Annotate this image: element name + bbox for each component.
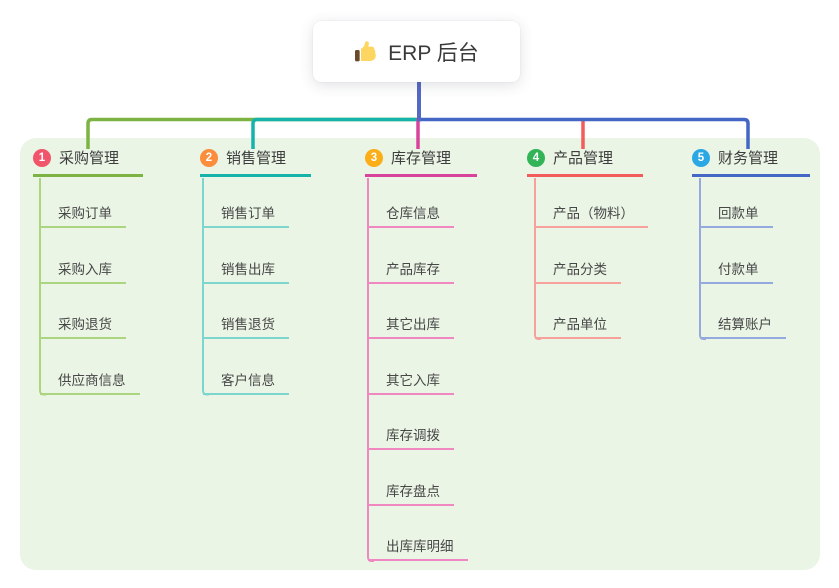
mindmap-child-node[interactable]: 回款单: [700, 202, 773, 228]
branch-number-badge: 1: [33, 148, 51, 167]
mindmap-child-node[interactable]: 库存调拨: [368, 424, 454, 450]
mindmap-child-node[interactable]: 付款单: [700, 258, 773, 284]
mindmap-child-node[interactable]: 库存盘点: [368, 480, 454, 506]
mindmap-child-node[interactable]: 出库库明细: [368, 535, 468, 561]
thumbs-up-icon: [355, 40, 376, 61]
branch-label: 销售管理: [226, 150, 287, 167]
mindmap-child-node[interactable]: 仓库信息: [368, 202, 454, 228]
branch-number-badge: 2: [200, 148, 218, 167]
branch-label: 财务管理: [718, 150, 779, 167]
branch-header-4[interactable]: 4 产品管理: [527, 147, 643, 177]
branch-header-5[interactable]: 5 财务管理: [692, 147, 810, 177]
branch-number-badge: 4: [527, 148, 545, 167]
mindmap-child-node[interactable]: 供应商信息: [40, 369, 140, 395]
mindmap-child-node[interactable]: 产品（物料）: [535, 202, 648, 228]
branch-number-badge: 5: [692, 148, 710, 167]
branch-label: 库存管理: [391, 150, 452, 167]
mindmap-child-node[interactable]: 产品分类: [535, 258, 621, 284]
mindmap-child-node[interactable]: 其它出库: [368, 313, 454, 339]
mindmap-child-node[interactable]: 销售订单: [203, 202, 289, 228]
mindmap-child-node[interactable]: 结算账户: [700, 313, 786, 339]
root-node[interactable]: ERP 后台: [313, 21, 520, 82]
mindmap-child-node[interactable]: 客户信息: [203, 369, 289, 395]
mindmap-child-node[interactable]: 产品单位: [535, 313, 621, 339]
mindmap-child-node[interactable]: 采购退货: [40, 313, 126, 339]
branch-number-badge: 3: [365, 148, 383, 167]
branch-label: 产品管理: [553, 150, 614, 167]
branch-panel: [20, 138, 820, 570]
branch-header-2[interactable]: 2 销售管理: [200, 147, 311, 177]
root-title: ERP 后台: [388, 41, 479, 65]
mindmap-child-node[interactable]: 其它入库: [368, 369, 454, 395]
mindmap-child-node[interactable]: 销售出库: [203, 258, 289, 284]
branch-header-3[interactable]: 3 库存管理: [365, 147, 477, 177]
branch-header-1[interactable]: 1 采购管理: [33, 147, 143, 177]
branch-label: 采购管理: [59, 150, 120, 167]
mindmap-child-node[interactable]: 采购入库: [40, 258, 126, 284]
mindmap-child-node[interactable]: 产品库存: [368, 258, 454, 284]
mindmap-child-node[interactable]: 销售退货: [203, 313, 289, 339]
mindmap-child-node[interactable]: 采购订单: [40, 202, 126, 228]
